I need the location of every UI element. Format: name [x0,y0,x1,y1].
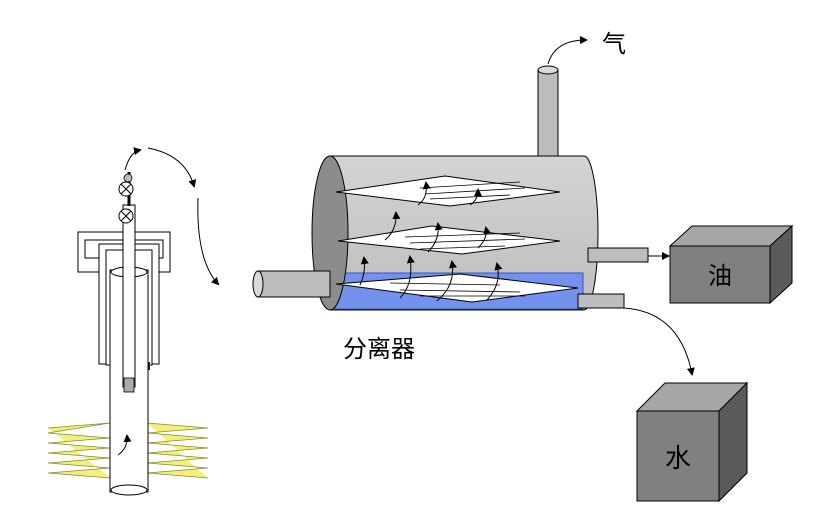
oil-box-front [669,245,771,304]
oil-label: 油 [708,262,732,290]
gas-label: 气 [602,30,626,58]
baffle-plate-middle [337,225,561,255]
rising-arrows [359,181,503,302]
heater-zigzag-right [146,422,209,479]
gas-outlet-top [537,65,559,75]
flow-arrow-out-top [124,147,142,171]
upper-valve-cross [120,183,132,195]
baffle-plate-top [335,175,561,207]
oil-tank-box: 油 [668,224,794,305]
separator-label: 分离器 [343,335,415,363]
flow-arrow-curve-1 [147,147,197,188]
baffle-plate-bottom [335,273,579,303]
lower-valve-cross [120,210,132,222]
water-tank-box: 水 [635,381,749,503]
heater-left [47,422,111,479]
upflow-arrow [117,434,132,456]
valve-top-knob [123,173,133,183]
water-arrow [623,307,695,376]
wellhead-assembly [47,172,209,496]
inlet-pipe [257,270,331,298]
water-label: 水 [665,444,691,474]
water-box-front [636,410,720,502]
inlet-pipe-opening [252,270,264,298]
gas-outlet-pipe [537,69,559,159]
flow-arrow-curve-2 [197,197,220,286]
heater-right [146,422,209,479]
inner-tubing [122,204,136,388]
heater-zigzag-left [47,422,111,479]
tube-bottom-ring [110,484,148,496]
tubing-end [123,377,135,393]
water-outlet-pipe [577,293,625,309]
gas-arrow [547,36,588,65]
oil-outlet-pipe [587,247,649,263]
separator-tank [252,65,649,311]
